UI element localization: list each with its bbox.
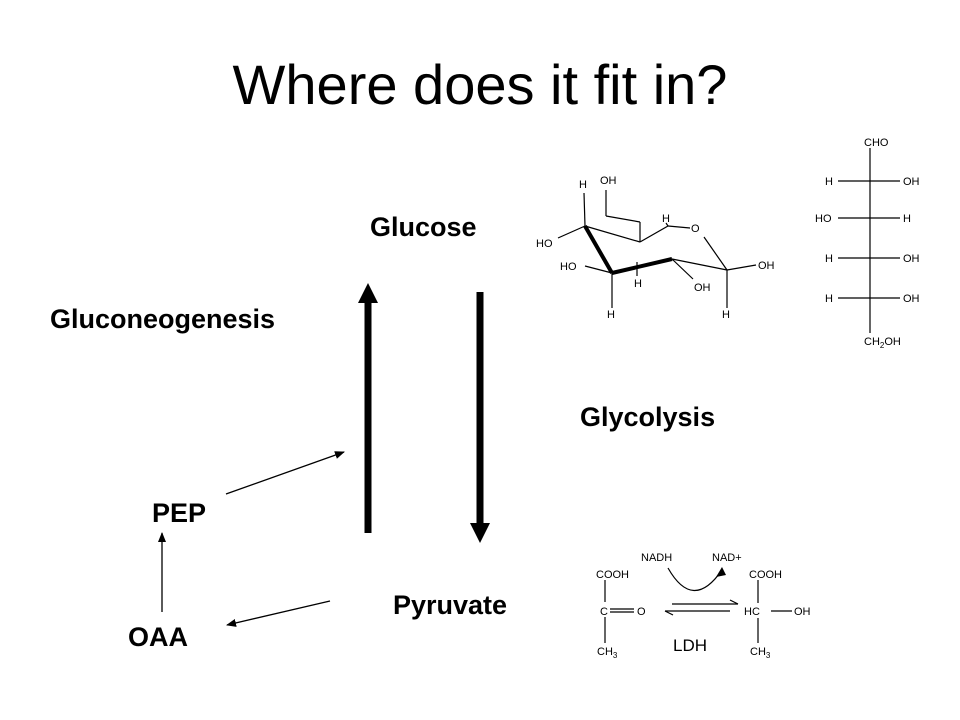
ring-h3: H (634, 278, 642, 290)
ring-h5: H (722, 309, 730, 321)
fischer-row3-right: OH (903, 253, 920, 265)
fischer-row2-left: HO (815, 213, 832, 225)
nadh-label: NADH (641, 552, 672, 564)
ldh-reaction: NADH NAD+ COOH C O CH3 COOH HC OH CH3 LD… (596, 552, 811, 660)
right-oh: OH (794, 606, 811, 618)
left-c: C (600, 606, 608, 618)
fischer-row2-right: H (903, 213, 911, 225)
right-cooh: COOH (749, 569, 782, 581)
fischer-row4-right: OH (903, 293, 920, 305)
nad-label: NAD+ (712, 552, 742, 564)
gluconeogenesis-arrow (358, 283, 378, 533)
ring-oh2: OH (694, 282, 711, 294)
pep-to-glucose-arrow (225, 451, 345, 495)
fischer-row4-left: H (825, 293, 833, 305)
ring-h4: H (607, 309, 615, 321)
pyruvate-to-oaa-arrow (226, 600, 331, 627)
slide-title: Where does it fit in? (232, 53, 728, 116)
ring-h2: H (662, 213, 670, 225)
oaa-label: OAA (128, 622, 188, 652)
glycolysis-label: Glycolysis (580, 402, 716, 432)
fischer-row1-left: H (825, 176, 833, 188)
right-ch3: CH3 (750, 646, 771, 660)
ring-oh1: OH (600, 175, 617, 187)
fischer-ch2oh: CH2OH (864, 336, 901, 350)
glucose-label: Glucose (370, 212, 477, 242)
pep-label: PEP (152, 498, 207, 528)
gluconeogenesis-label: Gluconeogenesis (50, 304, 276, 334)
right-hc: HC (744, 606, 760, 618)
ring-o: O (691, 223, 700, 235)
fischer-cho: CHO (864, 137, 889, 149)
ring-h1: H (579, 179, 587, 191)
fischer-row1-right: OH (903, 176, 920, 188)
ring-ho2: HO (560, 261, 577, 273)
ring-oh3: OH (758, 260, 775, 272)
glucose-ring-structure (557, 190, 757, 308)
left-o: O (637, 606, 646, 618)
glycolysis-arrow (470, 292, 490, 543)
left-ch3: CH3 (597, 646, 618, 660)
ring-ho1: HO (536, 238, 553, 250)
left-cooh: COOH (596, 569, 629, 581)
fischer-row3-left: H (825, 253, 833, 265)
pyruvate-label: Pyruvate (393, 590, 508, 620)
ldh-enzyme-label: LDH (673, 636, 707, 655)
glucose-fischer-projection (838, 148, 900, 333)
